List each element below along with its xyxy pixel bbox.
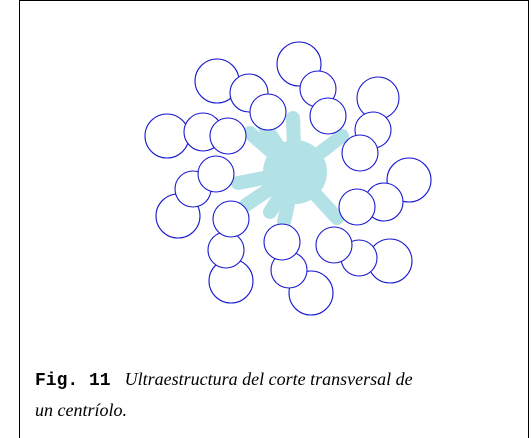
spoke-9 — [288, 165, 344, 225]
triplet-9 — [144, 112, 247, 159]
microtubule-inner — [209, 117, 247, 155]
microtubule-outer — [144, 113, 190, 159]
microtubule-inner — [315, 226, 353, 264]
microtubule-inner — [338, 188, 376, 226]
spoke-4 — [288, 129, 349, 179]
microtubule-inner — [263, 223, 301, 261]
spoke-3 — [286, 111, 302, 179]
figure-frame — [19, 0, 529, 438]
microtubule-inner — [249, 93, 287, 131]
triplet-5 — [315, 226, 413, 284]
microtubule-middle — [207, 231, 245, 269]
triplet-1 — [194, 58, 287, 131]
triplet-7 — [207, 200, 254, 304]
microtubule-triplets — [144, 41, 432, 316]
triplet-4 — [338, 157, 432, 226]
triplet-6 — [263, 223, 334, 316]
triplet-3 — [341, 76, 400, 172]
figure-caption-text: Ultraestructura del corte transversal de… — [35, 369, 413, 420]
microtubule-inner — [212, 200, 250, 238]
triplet-2 — [276, 41, 347, 135]
triplet-8 — [155, 155, 235, 239]
microtubule-inner — [197, 155, 235, 193]
figure-label: Fig. 11 — [35, 371, 111, 391]
microtubule-inner — [341, 134, 379, 172]
microtubule-inner — [309, 97, 347, 135]
